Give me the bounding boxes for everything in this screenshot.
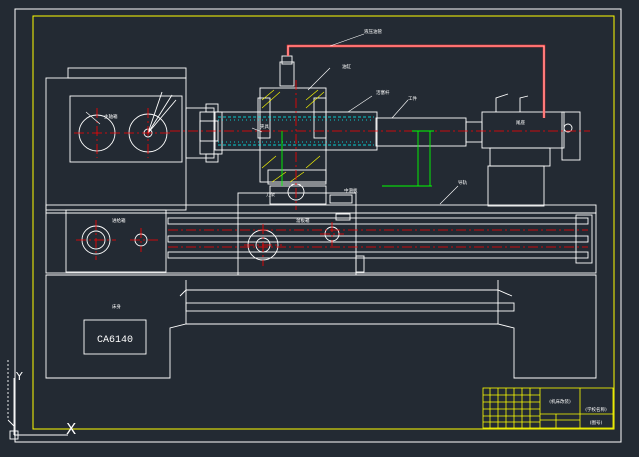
title-sheet: (图号) [590, 420, 603, 426]
dimension-line [281, 130, 434, 187]
model-plate [83, 319, 147, 355]
ucs-x-label: X [66, 420, 76, 438]
label-bed: 床身 [112, 303, 121, 310]
label-piston-rod: 活塞杆 [376, 89, 390, 96]
label-hydraulic-pipe: 液压油管 [364, 28, 382, 35]
label-cross-slide: 中滑板 [344, 187, 358, 194]
piston-rod [375, 117, 467, 147]
leader-lines [85, 33, 459, 205]
label-feed-box: 进给箱 [112, 217, 126, 224]
label-guide: 导轨 [458, 179, 467, 186]
center-lines [74, 80, 590, 266]
outer-border [14, 8, 622, 443]
headstock-panel [69, 95, 183, 163]
label-carriage: 溜板箱 [296, 217, 310, 224]
headstock-body [45, 77, 187, 211]
label-tool-post: 刀架 [266, 192, 275, 198]
bed-apron [45, 212, 597, 274]
title-block [482, 387, 614, 429]
label-cylinder: 油缸 [342, 63, 351, 70]
ucs-icon [7, 360, 68, 440]
drawing-frame [32, 15, 615, 430]
lathe-outline [45, 55, 597, 379]
cylinder-hatch [261, 89, 325, 183]
chuck [185, 107, 215, 159]
feed-box [65, 209, 167, 273]
ucs-y-label: Y [15, 370, 23, 383]
title-school: (学校名称) [585, 406, 607, 413]
label-workpiece: 工件 [408, 95, 417, 102]
label-headstock: 主轴箱 [104, 113, 118, 120]
model-plate-text: CA6140 [97, 335, 133, 346]
title-drawing-name: (机床改装) [549, 398, 571, 405]
label-tailstock: 尾座 [516, 119, 525, 126]
tailstock [481, 111, 565, 149]
label-chuck: 夹具 [260, 123, 269, 130]
